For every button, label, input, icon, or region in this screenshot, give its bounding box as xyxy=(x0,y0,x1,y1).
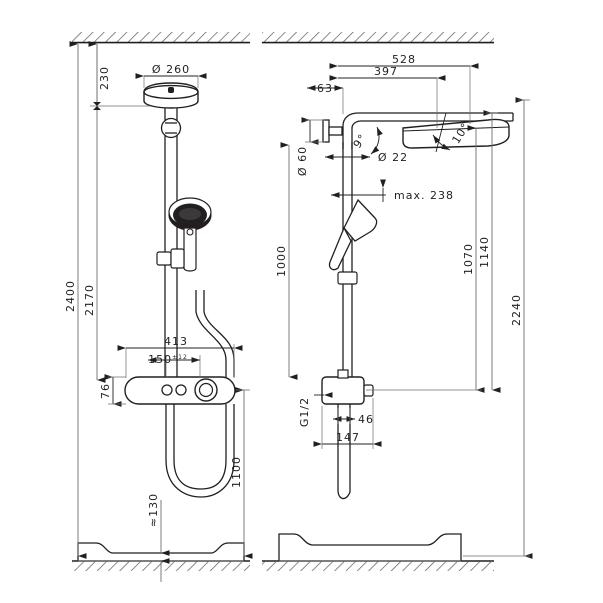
ceiling-right xyxy=(262,32,494,44)
dim-150: 150±12 xyxy=(148,353,188,366)
shower-hose-right xyxy=(337,404,351,500)
dim-right-2240: 2240 xyxy=(463,97,533,559)
dim-right-147: 147 xyxy=(313,398,382,449)
dim-46: 46 xyxy=(358,413,374,426)
riser-pipe-right xyxy=(342,142,353,377)
dim-1070: 1070 xyxy=(462,243,475,275)
riser-pipe-left xyxy=(160,108,182,377)
dim-397: 397 xyxy=(374,65,398,78)
dim-dia-60: Ø 60 xyxy=(296,146,309,176)
dim-2170: 2170 xyxy=(83,284,96,316)
hand-shower-left xyxy=(168,197,212,272)
dim-2400: 2400 xyxy=(64,280,77,312)
dim-max-238: max. 238 xyxy=(394,189,454,202)
dim-dia-22: Ø 22 xyxy=(378,151,408,164)
dim-right-1070: 1070 xyxy=(366,125,485,393)
dim-right-397: 397 xyxy=(329,65,446,128)
dim-76: 76 xyxy=(99,383,112,399)
dim-left-76: 76 xyxy=(99,374,126,407)
ceiling-left xyxy=(72,32,250,44)
hand-shower-right xyxy=(328,198,378,271)
dim-413: 413 xyxy=(164,335,188,348)
slide-bar-holder-left xyxy=(156,248,185,269)
dim-right-528: 528 xyxy=(329,53,479,124)
dim-right-1000: 1000 xyxy=(275,142,298,380)
floor-right xyxy=(262,560,494,571)
dim-left-150: 150±12 xyxy=(148,353,201,378)
dim-dia-260: Ø 260 xyxy=(152,63,190,76)
dim-g-thread: G1/2 xyxy=(298,397,311,427)
shower-hose-left xyxy=(165,404,235,498)
dim-63: 63 xyxy=(317,82,333,95)
dim-right-g12: G1/2 xyxy=(298,392,333,427)
thermostat-mixer-left xyxy=(124,376,236,405)
shower-tray-right xyxy=(278,533,462,562)
dim-left-2400: 2400 xyxy=(64,41,87,559)
dim-147: 147 xyxy=(336,431,360,444)
dim-1100: 1100 xyxy=(230,456,243,488)
dim-left-1100: 1100 xyxy=(230,387,253,559)
dim-230: 230 xyxy=(98,66,111,90)
dim-130: ≈130 xyxy=(147,493,160,527)
overhead-shower-left xyxy=(143,82,199,109)
dim-right-max238: max. 238 xyxy=(331,179,454,202)
dim-2240: 2240 xyxy=(510,294,523,326)
dim-left-230: 230 xyxy=(90,44,150,110)
dim-left-dia260: Ø 260 xyxy=(135,63,207,88)
dim-left-413: 413 xyxy=(117,335,243,378)
dim-right-63: 63 xyxy=(307,82,344,114)
slide-bar-holder-right xyxy=(337,271,358,285)
wall-connector-right xyxy=(322,119,343,143)
thermostat-mixer-right xyxy=(321,369,374,405)
dim-left-130: ≈130 xyxy=(147,493,170,582)
dim-right-46: 46 xyxy=(333,408,374,426)
dim-1140: 1140 xyxy=(478,236,491,268)
dim-right-dia22: Ø 22 xyxy=(325,151,408,164)
dim-1000: 1000 xyxy=(275,245,288,277)
shower-arm-right xyxy=(342,112,514,149)
dim-right-1140: 1140 xyxy=(478,110,501,393)
dim-528: 528 xyxy=(392,53,416,66)
dim-right-dia60: Ø 60 xyxy=(296,117,325,176)
